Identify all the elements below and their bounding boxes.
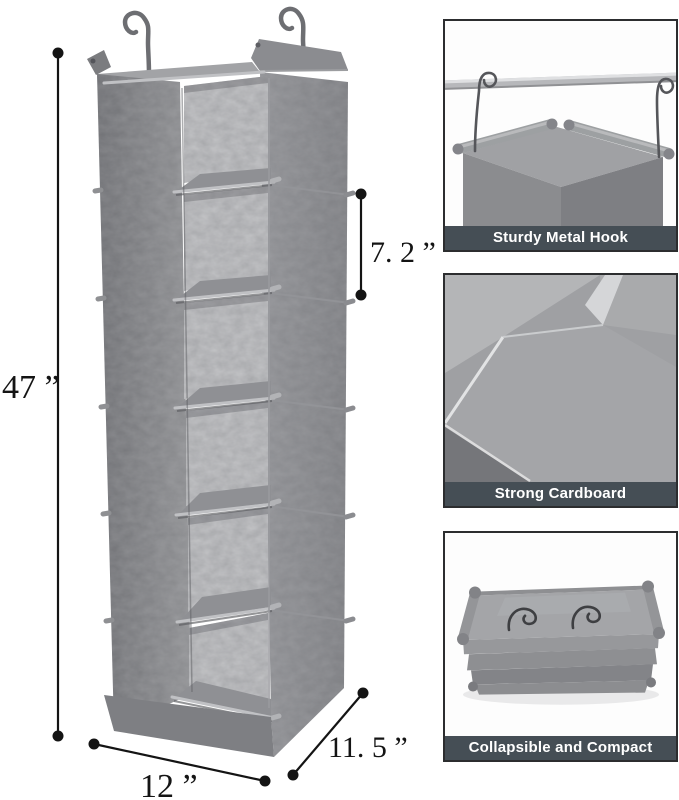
height-dimension-line (52, 47, 64, 742)
height-dimension-label: 47 ” (2, 369, 60, 406)
folded-layers (463, 633, 659, 695)
compartment-dimension-line (355, 188, 367, 301)
inset-caption-strong-cardboard: Strong Cardboard (445, 482, 676, 506)
organizer-top-corner (452, 118, 675, 226)
depth-dimension-label: 11. 5 ” (328, 731, 408, 764)
depth-dimension-line (287, 687, 369, 781)
organizer-photo: 47 ” 7. 2 ” 12 ” 11. 5 ” (2, 6, 436, 800)
left-hanger-hook (122, 10, 152, 79)
organizer-body (92, 72, 356, 757)
inset-collapsible: Collapsible and Compact (443, 531, 678, 762)
width-dimension-label: 12 ” (140, 768, 198, 800)
closet-rod (445, 72, 676, 90)
inset-metal-hook: Sturdy Metal Hook (443, 19, 678, 252)
inset-strong-cardboard: Strong Cardboard (443, 273, 678, 508)
inset-caption-metal-hook: Sturdy Metal Hook (445, 226, 676, 250)
folded-organizer-photo (445, 533, 676, 736)
cardboard-photo (445, 275, 676, 482)
folded-wire-hooks (507, 605, 602, 632)
compartment-dimension-label: 7. 2 ” (370, 236, 436, 269)
metal-hook-photo (445, 21, 676, 226)
width-dimension-line (88, 738, 271, 787)
inset-caption-collapsible: Collapsible and Compact (445, 736, 676, 760)
organizer-top (87, 39, 349, 83)
organizer-shelves (102, 70, 282, 757)
dimension-annotations: 47 ” 7. 2 ” 12 ” 11. 5 ” (2, 47, 436, 800)
wire-hooks (473, 71, 675, 159)
right-hanger-hook (278, 6, 307, 67)
